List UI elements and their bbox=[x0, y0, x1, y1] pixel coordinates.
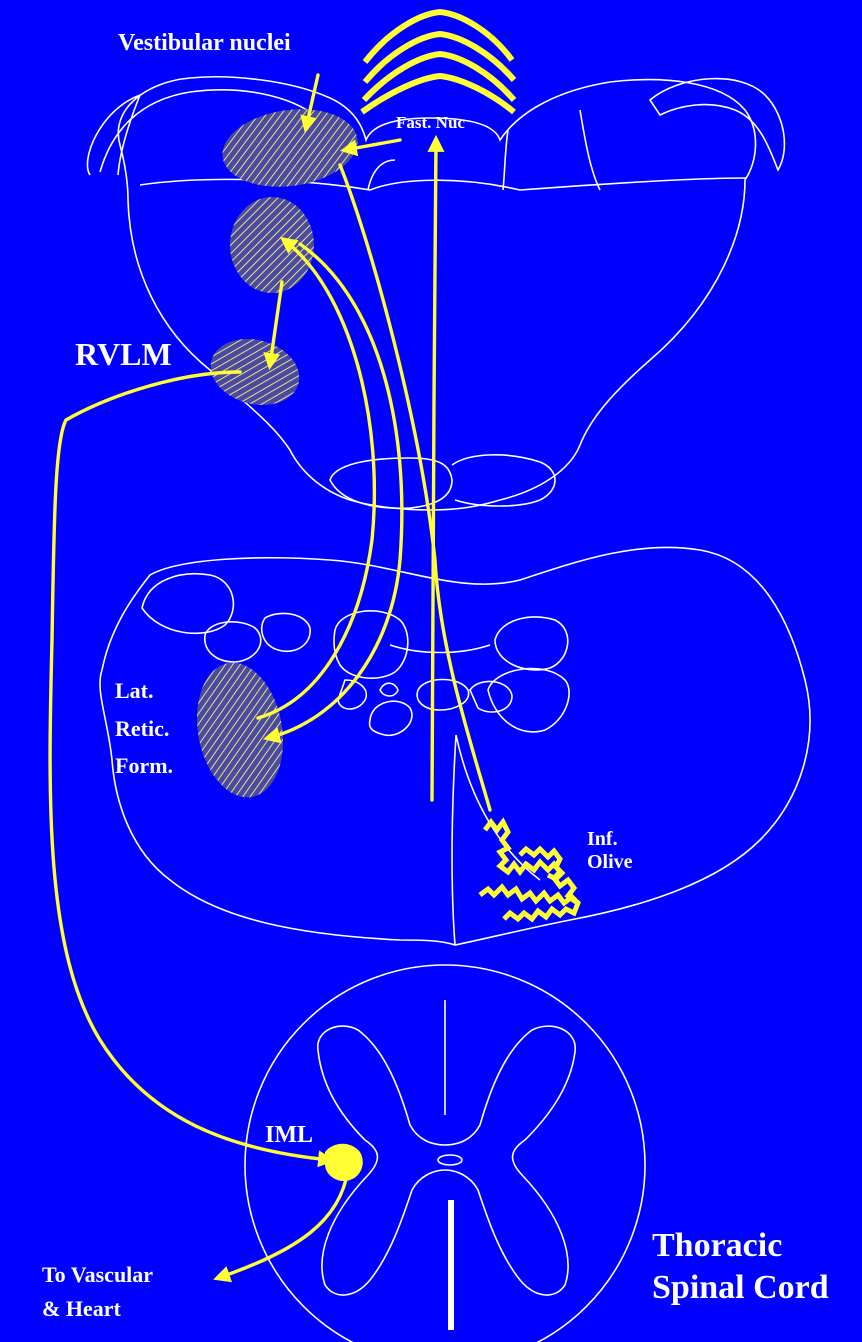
path-vestibular-to-olive bbox=[340, 165, 490, 810]
path-iml-to-vascular bbox=[218, 1170, 348, 1278]
label-olive: Olive bbox=[587, 851, 633, 873]
anterior-fissure bbox=[448, 1200, 454, 1330]
label-form: Form. bbox=[115, 753, 173, 778]
cerebellar-folia bbox=[362, 12, 514, 112]
path-reticular-to-lrf bbox=[268, 244, 402, 738]
path-olive-to-fast-nuc bbox=[432, 140, 436, 800]
label-thoracic: Thoracic bbox=[652, 1227, 782, 1264]
spinal-cord-outline bbox=[245, 965, 645, 1342]
lat-retic-form-region bbox=[187, 656, 293, 805]
label-to-vascular: To Vascular bbox=[42, 1262, 153, 1287]
label-fast-nuc: Fast. Nuc bbox=[396, 113, 465, 132]
label-inf: Inf. bbox=[587, 828, 618, 850]
label-retic: Retic. bbox=[115, 716, 169, 741]
label-lat: Lat. bbox=[115, 678, 154, 703]
label-rvlm: RVLM bbox=[75, 336, 172, 372]
label-iml: IML bbox=[265, 1122, 313, 1148]
label-vestibular-nuclei: Vestibular nuclei bbox=[118, 30, 291, 56]
label-and-heart: & Heart bbox=[42, 1296, 121, 1321]
vestibular-nuclei-region bbox=[217, 101, 362, 195]
iml-nucleus bbox=[325, 1144, 363, 1181]
label-spinal-cord: Spinal Cord bbox=[652, 1269, 829, 1306]
